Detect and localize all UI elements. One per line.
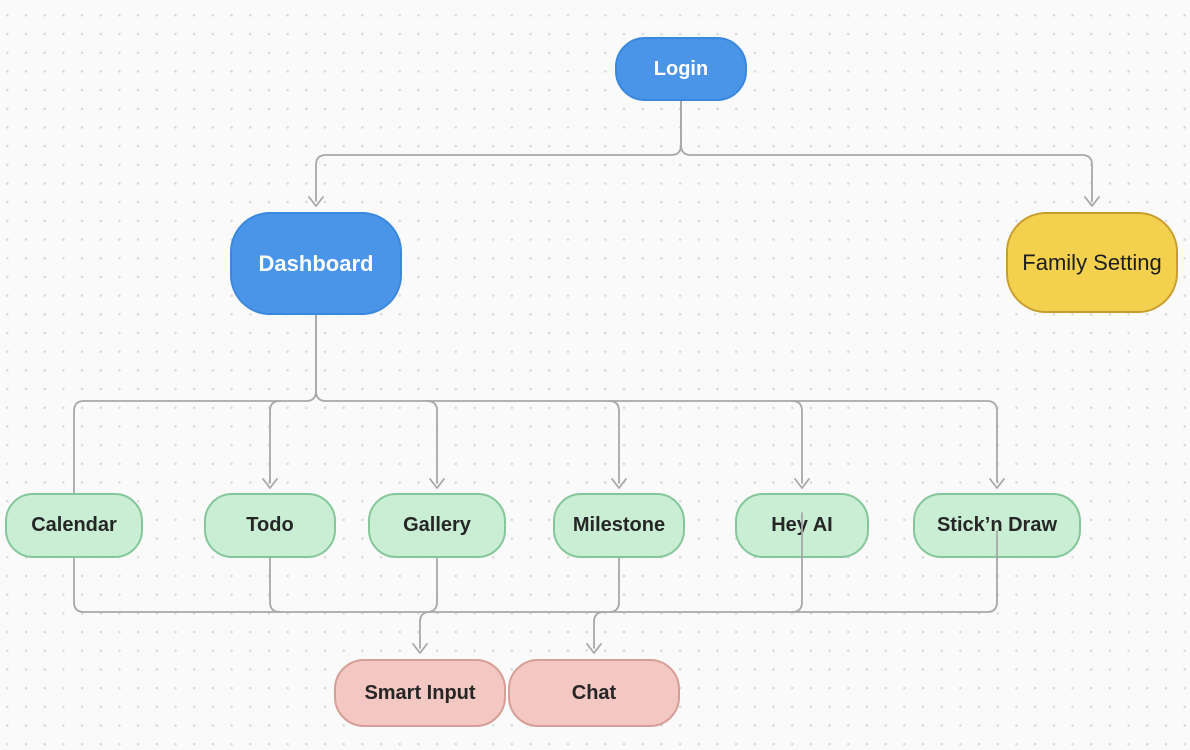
node-milestone[interactable]: Milestone <box>553 493 685 558</box>
edge-dashboard-gallery[interactable] <box>426 400 445 489</box>
node-label: Login <box>653 57 709 80</box>
edge-dashboard-calendar[interactable] <box>73 314 317 613</box>
node-label: Milestone <box>572 514 666 536</box>
node-label: Chat <box>571 681 617 704</box>
node-calendar[interactable]: Calendar <box>5 493 143 558</box>
feature-bus-line[interactable] <box>83 557 998 613</box>
node-label: Calendar <box>31 514 117 536</box>
edge-bus-smart-input[interactable] <box>412 611 431 654</box>
node-login[interactable]: Login <box>615 37 747 101</box>
edge-dashboard-milestone[interactable] <box>608 400 627 489</box>
arrowhead-icon[interactable] <box>611 478 627 489</box>
edge-login-dashboard[interactable] <box>308 100 682 207</box>
node-chat[interactable]: Chat <box>508 659 680 727</box>
arrowhead-icon[interactable] <box>586 643 602 654</box>
node-label: Gallery <box>403 514 471 536</box>
arrowhead-icon[interactable] <box>429 478 445 489</box>
edge-dashboard-todo[interactable] <box>262 400 281 489</box>
arrowhead-icon[interactable] <box>412 643 428 654</box>
node-todo[interactable]: Todo <box>204 493 336 558</box>
arrowhead-icon[interactable] <box>794 478 810 489</box>
arrowhead-icon[interactable] <box>308 196 324 207</box>
edge-dashboard-hey-ai[interactable] <box>791 400 810 489</box>
node-label: Todo <box>246 514 294 536</box>
node-stickn-draw[interactable]: Stick’n Draw <box>913 493 1081 558</box>
node-label: Smart Input <box>364 681 476 704</box>
node-hey-ai[interactable]: Hey AI <box>735 493 869 558</box>
arrowhead-icon[interactable] <box>989 478 1005 489</box>
node-label: Hey AI <box>771 514 833 536</box>
edge-dashboard-stickn-draw[interactable] <box>315 314 1005 489</box>
node-label: Stick’n Draw <box>936 514 1058 536</box>
node-dashboard[interactable]: Dashboard <box>230 212 402 315</box>
node-family-setting[interactable]: Family Setting <box>1006 212 1178 313</box>
arrowhead-icon[interactable] <box>1084 196 1100 207</box>
node-label: Family Setting <box>1022 249 1162 275</box>
arrowhead-icon[interactable] <box>262 478 278 489</box>
edge-bus-chat[interactable] <box>586 611 605 654</box>
edge-login-family-setting[interactable] <box>680 100 1100 207</box>
node-smart-input[interactable]: Smart Input <box>334 659 506 727</box>
node-label: Dashboard <box>258 250 374 276</box>
node-gallery[interactable]: Gallery <box>368 493 506 558</box>
